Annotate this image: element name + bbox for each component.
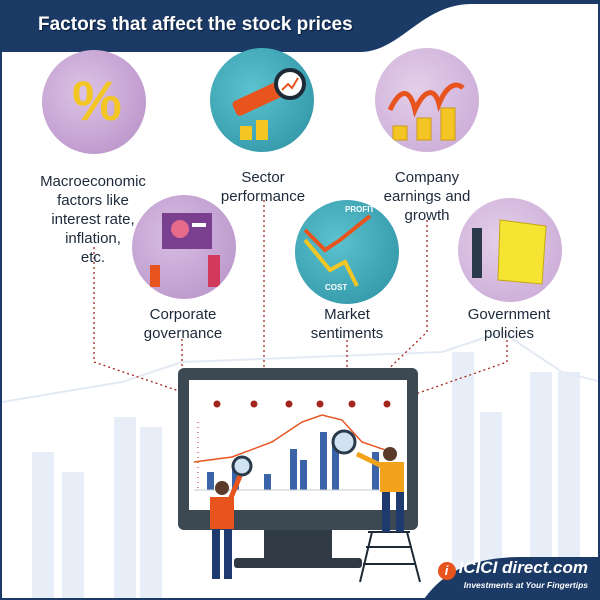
factor-3-illustration — [132, 195, 236, 299]
profit-label: PROFIT — [345, 205, 374, 214]
coin-stacks-icon — [387, 82, 465, 141]
magnifier-icon — [231, 455, 253, 477]
screen-bar-chart — [207, 432, 379, 490]
background-bars — [32, 352, 580, 598]
factor-5-illustration — [458, 198, 562, 302]
policy-book-icon — [472, 219, 547, 285]
factor-label-corporate: Corporate governance — [143, 306, 223, 342]
factor-4-illustration: PROFIT COST — [295, 200, 399, 304]
cost-label: COST — [325, 283, 347, 292]
factor-label-government: Government policies — [467, 306, 551, 342]
telescope-icon — [232, 68, 306, 140]
ladder-illustration — [359, 531, 421, 583]
factor-label-macroeconomic: Macroeconomic factors like interest rate… — [40, 173, 146, 266]
logo-tagline: Investments at Your Fingertips — [463, 580, 588, 590]
connector-dots — [213, 400, 391, 408]
icici-badge-icon: i — [437, 562, 456, 580]
person-right-illustration — [355, 447, 404, 532]
title-banner — [2, 2, 598, 52]
factor-label-company: Company earnings and growth — [383, 169, 471, 224]
factor-label-market: Market sentiments — [310, 306, 384, 342]
presentation-board-icon — [150, 213, 220, 287]
person-left-illustration — [210, 475, 243, 579]
page-title: Factors that affect the stock prices — [38, 14, 353, 35]
profit-cost-chart-icon: PROFIT COST — [303, 205, 374, 292]
footer-banner — [424, 557, 598, 598]
factor-2-illustration — [375, 48, 479, 152]
magnifier-icon — [331, 429, 357, 455]
factor-1-illustration — [210, 48, 314, 152]
factor-label-sector: Sector performance — [220, 169, 306, 205]
factor-0-illustration: % — [42, 50, 146, 154]
percent-icon: % — [72, 69, 122, 132]
